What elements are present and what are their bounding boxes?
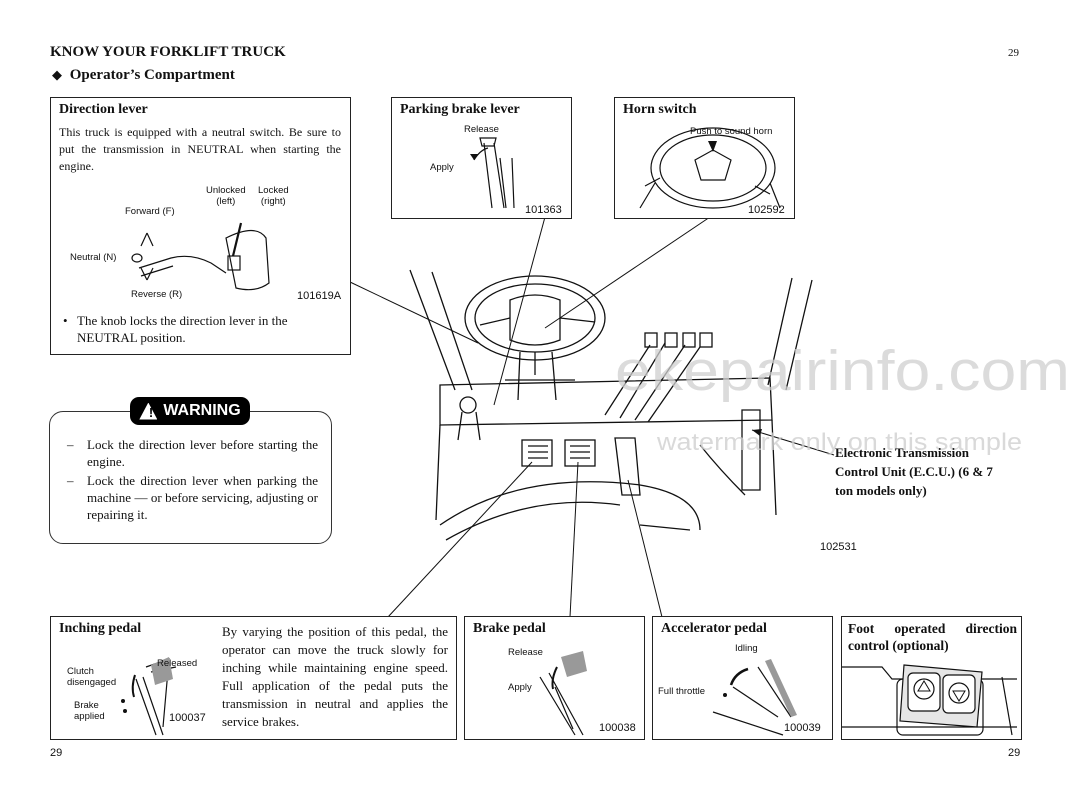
main-figure-code: 102531 (820, 541, 857, 553)
direction-lever-description: This truck is equipped with a neutral sw… (59, 125, 341, 173)
dash-icon: – (67, 473, 74, 488)
diamond-icon: ◆ (52, 67, 62, 82)
direction-lever-bullet: • The knob locks the direction lever in … (63, 312, 339, 346)
warning-excl: ! (148, 405, 154, 420)
label-full-throttle: Full throttle (658, 686, 705, 697)
watermark-sub: watermark only on this sample (656, 429, 1022, 456)
foot-direction-figure (842, 664, 1017, 736)
label-push-horn: Push to sound horn (690, 126, 773, 137)
label-brake-release: Release (508, 647, 543, 658)
section-title: KNOW YOUR FORKLIFT TRUCK (50, 44, 286, 60)
label-brake-applied: Brake applied (74, 700, 105, 722)
horn-switch-figure (639, 127, 781, 209)
parking-brake-title: Parking brake lever (400, 102, 520, 117)
parking-brake-figure (470, 137, 515, 209)
horn-switch-box: Horn switch Push to sound horn 102592 (614, 97, 795, 219)
inching-pedal-title: Inching pedal (59, 621, 142, 636)
horn-switch-code: 102592 (748, 204, 785, 216)
direction-lever-title: Direction lever (59, 102, 148, 117)
direction-lever-code: 101619A (297, 290, 342, 302)
warning-item-1: – Lock the direction lever before starti… (67, 436, 318, 470)
inching-pedal-code: 100037 (169, 712, 206, 724)
label-release: Release (464, 124, 499, 135)
page-number-left: 29 (50, 747, 63, 759)
accelerator-pedal-box: Accelerator pedal Idling Full throttle 1… (652, 616, 833, 740)
brake-pedal-figure (539, 651, 587, 736)
subtitle: ◆ Operator’s Compartment (52, 67, 235, 84)
horn-switch-title: Horn switch (623, 102, 697, 117)
warning-label: WARNING (163, 402, 241, 419)
dash-icon: – (67, 437, 74, 452)
subtitle-text: Operator’s Compartment (69, 67, 235, 83)
label-locked: Locked (right) (258, 185, 289, 207)
accelerator-pedal-code: 100039 (784, 722, 821, 734)
brake-pedal-code: 100038 (599, 722, 636, 734)
accelerator-pedal-figure (712, 659, 797, 736)
label-apply: Apply (430, 162, 454, 173)
direction-lever-bullet-text: The knob locks the direction lever in th… (77, 313, 288, 345)
label-released: Released (157, 658, 198, 669)
warning-item-1-text: Lock the direction lever before starting… (87, 437, 318, 469)
inching-pedal-box: Inching pedal By varying the position of… (50, 616, 457, 740)
label-clutch: Clutch disengaged (67, 666, 117, 688)
inching-pedal-figure (121, 657, 177, 736)
parking-brake-box: Parking brake lever Release Apply 101363 (391, 97, 572, 219)
direction-lever-box: Direction lever This truck is equipped w… (50, 97, 351, 355)
warning-badge: WARNING (130, 397, 250, 425)
direction-lever-figure (131, 222, 270, 291)
watermark-main: ekepairinfo.com (615, 339, 1070, 403)
accelerator-pedal-title: Accelerator pedal (661, 621, 767, 636)
inching-pedal-description: By varying the position of this pedal, t… (222, 624, 448, 729)
page-number-top: 29 (1008, 47, 1019, 59)
brake-pedal-title: Brake pedal (473, 621, 546, 636)
warning-item-2-text: Lock the direction lever when parking th… (87, 473, 318, 522)
ecu-label: Electronic Transmission Control Unit (E.… (835, 445, 993, 498)
label-reverse: Reverse (R) (131, 289, 183, 300)
foot-direction-title: Foot operated direction control (optiona… (848, 621, 1017, 653)
page-number-right: 29 (1008, 747, 1021, 759)
bullet-icon: • (63, 313, 68, 328)
label-unlocked: Unlocked (left) (206, 185, 246, 207)
label-idling: Idling (735, 643, 758, 654)
label-neutral: Neutral (N) (70, 252, 117, 263)
brake-pedal-box: Brake pedal Release Apply 100038 (464, 616, 645, 740)
label-brake-apply: Apply (508, 682, 532, 693)
parking-brake-code: 101363 (525, 204, 562, 216)
foot-direction-box: Foot operated direction control (optiona… (841, 616, 1022, 740)
warning-item-2: – Lock the direction lever when parking … (67, 472, 318, 523)
label-forward: Forward (F) (125, 206, 175, 217)
